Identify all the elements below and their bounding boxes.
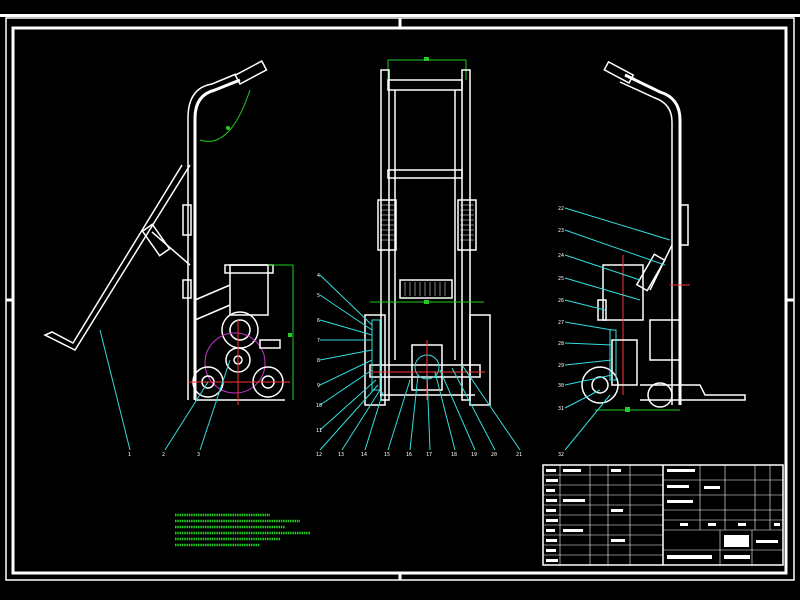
svg-text:10: 10: [316, 403, 322, 409]
svg-text:21: 21: [516, 452, 522, 458]
svg-text:11: 11: [316, 428, 322, 434]
svg-text:25: 25: [558, 276, 564, 282]
svg-text:30: 30: [558, 383, 564, 389]
svg-text:31: 31: [558, 406, 564, 412]
svg-text:4: 4: [317, 273, 320, 279]
svg-text:14: 14: [361, 452, 367, 458]
left-side-view: 1 2 3: [43, 60, 294, 458]
svg-text:19: 19: [471, 452, 477, 458]
svg-text:8: 8: [317, 358, 320, 364]
svg-text:7: 7: [317, 338, 320, 344]
svg-text:23: 23: [558, 228, 564, 234]
svg-text:2: 2: [162, 452, 165, 458]
svg-text:22: 22: [558, 206, 564, 212]
svg-text:15: 15: [384, 452, 390, 458]
sheet-border: [0, 14, 800, 581]
technical-notes: [175, 513, 310, 547]
svg-text:32: 32: [558, 452, 564, 458]
svg-text:28: 28: [558, 341, 564, 347]
svg-text:20: 20: [491, 452, 497, 458]
svg-text:29: 29: [558, 363, 564, 369]
svg-text:17: 17: [426, 452, 432, 458]
title-block: [542, 464, 784, 566]
svg-text:26: 26: [558, 298, 564, 304]
svg-text:18: 18: [451, 452, 457, 458]
svg-text:27: 27: [558, 320, 564, 326]
svg-text:24: 24: [558, 253, 564, 259]
svg-text:6: 6: [317, 318, 320, 324]
right-side-view: 22 23 24 25 26 27 28 29 30 31 32: [558, 60, 746, 458]
svg-text:16: 16: [406, 452, 412, 458]
svg-text:13: 13: [338, 452, 344, 458]
svg-text:9: 9: [317, 383, 320, 389]
svg-text:1: 1: [128, 452, 131, 458]
svg-text:12: 12: [316, 452, 322, 458]
front-view: 4 5 6 7 8 9 10 11 12 13 14 15 16 17 18 19 20 21: [316, 57, 522, 458]
svg-text:3: 3: [197, 452, 200, 458]
svg-text:5: 5: [317, 293, 320, 299]
